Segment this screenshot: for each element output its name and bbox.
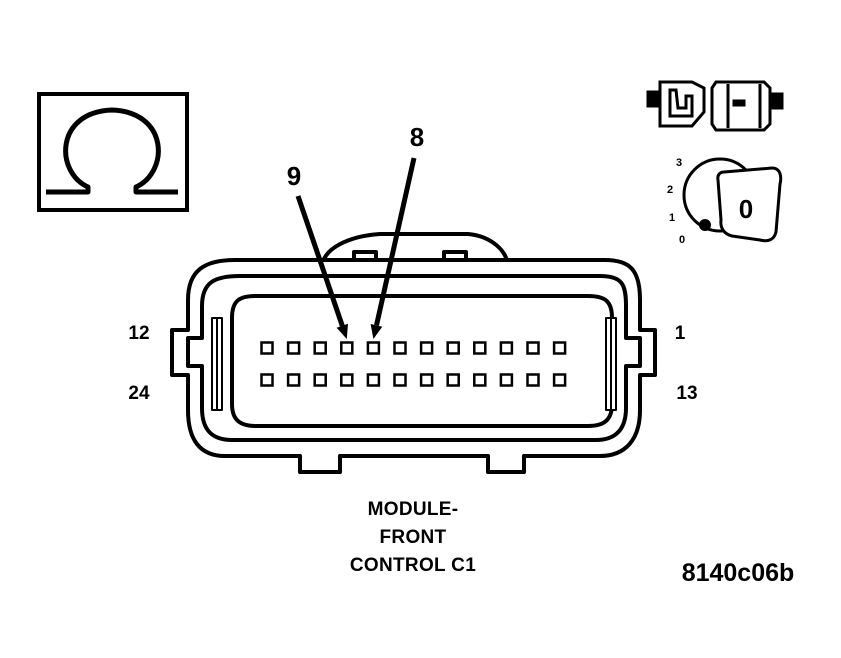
connector-housing (170, 232, 657, 474)
callout-label-8: 8 (410, 122, 424, 152)
pin-cavity-24 (260, 373, 274, 387)
pin-cavity-6 (419, 341, 434, 355)
pin-cavity-21 (340, 373, 354, 387)
pin-cavity-22 (313, 373, 327, 387)
figure-id: 8140c06b (682, 559, 795, 587)
pin-grid (260, 341, 567, 387)
pin-cavity-18 (419, 373, 434, 387)
pin-cavity-8 (366, 341, 381, 355)
ignition-position-3: 3 (676, 157, 682, 169)
callout-arrowhead-8 (370, 324, 383, 339)
pin-cavity-17 (446, 373, 460, 387)
pin-cavity-15 (499, 373, 514, 387)
pin-cavity-7 (393, 341, 407, 355)
callout-arrowhead-9 (336, 323, 348, 339)
callout-line-8 (374, 157, 417, 326)
pin-cavity-16 (473, 373, 487, 387)
pin-cavity-23 (286, 373, 301, 387)
pin-cavity-3 (499, 341, 514, 355)
ignition-position-1: 1 (669, 212, 675, 224)
callout-label-9: 9 (287, 161, 301, 191)
pin-label-top-right: 1 (675, 323, 686, 344)
pin-cavity-20 (366, 373, 381, 387)
ignition-position-0: 0 (679, 234, 685, 246)
pin-label-top-left: 12 (128, 323, 149, 344)
ignition-position-2: 2 (667, 184, 673, 196)
pin-cavity-11 (286, 341, 301, 355)
pin-cavity-5 (446, 341, 460, 355)
ohm-symbol-icon (37, 92, 189, 212)
ignition-key-label: 0 (739, 194, 753, 224)
pin-cavity-2 (526, 341, 540, 355)
disconnected-connector-icon (646, 80, 784, 132)
connector-title-line-3: CONTROL C1 (350, 555, 476, 576)
pin-cavity-1 (552, 341, 567, 355)
ignition-switch-icon: 3 2 1 0 0 (667, 157, 783, 246)
connector-title-line-2: FRONT (380, 527, 447, 548)
callout-line-9 (295, 195, 345, 327)
pin-label-bottom-right: 13 (676, 383, 697, 404)
pin-cavity-13 (552, 373, 567, 387)
pin-cavity-9 (340, 341, 354, 355)
callout-arrows (295, 157, 417, 339)
pin-cavity-19 (393, 373, 407, 387)
pin-cavity-10 (313, 341, 327, 355)
pin-cavity-14 (526, 373, 540, 387)
pin-cavity-4 (473, 341, 487, 355)
connector-title-line-1: MODULE- (368, 499, 459, 520)
pin-cavity-12 (260, 341, 274, 355)
pin-label-bottom-left: 24 (128, 383, 150, 404)
